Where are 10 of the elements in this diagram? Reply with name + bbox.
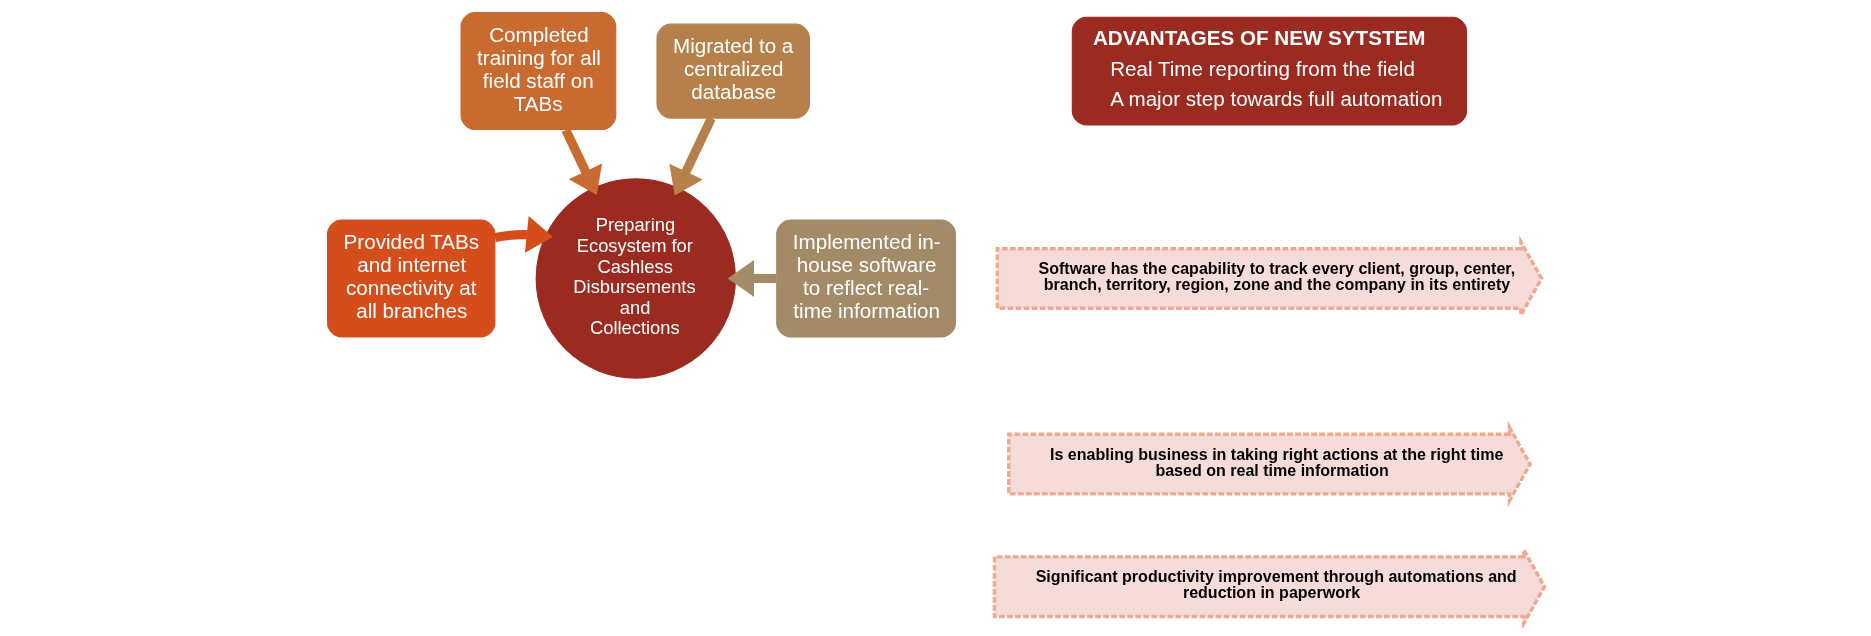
node-circle: Preparing Ecosystem for Cashless Disbursements and Collections <box>535 178 736 379</box>
node-box: Migrated to a centralized database <box>655 23 810 119</box>
node-box: Implemented in-house software to reflect real-time information <box>775 219 956 338</box>
arrow <box>493 216 553 253</box>
node-box: Completed training for all field staff on TABs <box>460 12 616 131</box>
node-box: ADVANTAGES OF NEW SYTSTEM Real Time reporting from the field A major step towards full automation <box>1071 16 1467 126</box>
arrow <box>561 127 602 196</box>
node-box: Provided TABs and internet connectivity at all branches <box>326 219 495 338</box>
arrow <box>727 260 776 297</box>
arrow <box>668 116 715 196</box>
